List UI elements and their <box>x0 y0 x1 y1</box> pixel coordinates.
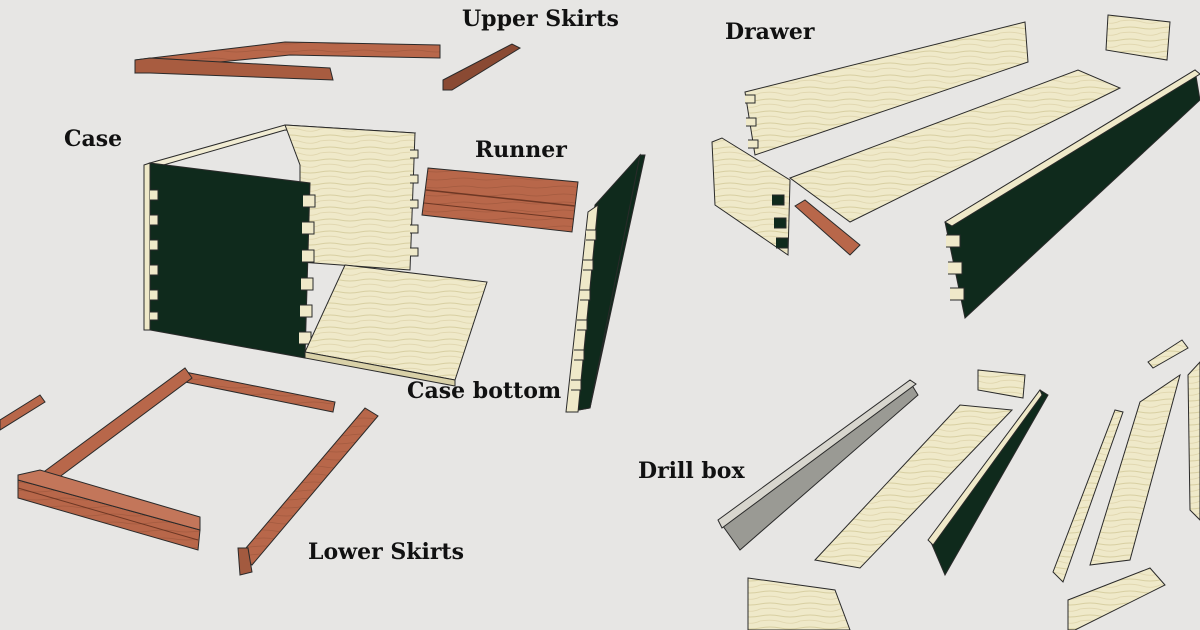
case-left-edge <box>143 162 151 331</box>
upper-skirts-part <box>134 41 522 91</box>
drawer-runner <box>794 199 861 256</box>
drawer-small-top-piece <box>1105 14 1171 61</box>
case-side-panel <box>565 153 646 413</box>
drawer-front-dovetails <box>772 194 789 249</box>
drawer-side-dovetails <box>946 234 965 301</box>
label-case-bottom: Case bottom <box>407 378 562 404</box>
side-panel-dovetails <box>571 229 597 391</box>
label-upper-skirts: Upper Skirts <box>462 6 619 32</box>
drill-box-grey-edge <box>717 379 917 529</box>
drawer-bottom <box>788 69 1122 223</box>
runner-part <box>421 167 579 233</box>
case-back-dovetails <box>410 149 419 257</box>
lower-skirt-back-rail <box>184 371 336 413</box>
drawer-back <box>744 21 1029 156</box>
case-side-panel-dark <box>149 162 311 359</box>
upper-skirt-side-piece <box>442 43 522 91</box>
drawer-side-edge <box>944 69 1200 227</box>
case-bottom-part <box>304 264 488 387</box>
drill-box-light-board <box>814 404 1014 569</box>
lower-skirts-part <box>0 367 379 576</box>
case-left-dovetails <box>150 189 159 321</box>
case-bottom-edge <box>304 351 456 387</box>
label-lower-skirts: Lower Skirts <box>308 539 464 565</box>
label-case: Case <box>64 126 123 152</box>
drill-box-bottom-left-block <box>747 577 851 630</box>
drill-box-dark-edge <box>927 388 1043 546</box>
case-right-dovetails <box>299 194 316 345</box>
lower-skirt-cropped-piece <box>0 394 46 431</box>
upper-skirt-front-rail <box>134 57 334 81</box>
lower-skirt-right-end <box>237 547 253 576</box>
drill-box-right-board <box>1089 373 1181 566</box>
drill-box-small-block <box>977 369 1026 399</box>
lower-skirt-front-top <box>17 469 201 531</box>
drill-box-part <box>717 339 1200 630</box>
label-runner: Runner <box>475 137 567 163</box>
drill-box-bottom-right-block <box>1067 567 1166 630</box>
label-drill-box: Drill box <box>638 458 745 484</box>
runner-top <box>421 167 579 233</box>
drawer-back-dovetails <box>745 94 759 149</box>
label-drawer: Drawer <box>725 19 815 45</box>
drill-box-thin-rail <box>1052 409 1124 583</box>
drawer-front-block <box>711 137 791 256</box>
drill-box-right-edge-cropped <box>1187 361 1200 521</box>
drill-box-stick-top <box>1147 339 1189 369</box>
drawer-part <box>711 14 1200 319</box>
lower-skirt-left-rail <box>29 367 193 491</box>
case-part <box>143 124 419 359</box>
